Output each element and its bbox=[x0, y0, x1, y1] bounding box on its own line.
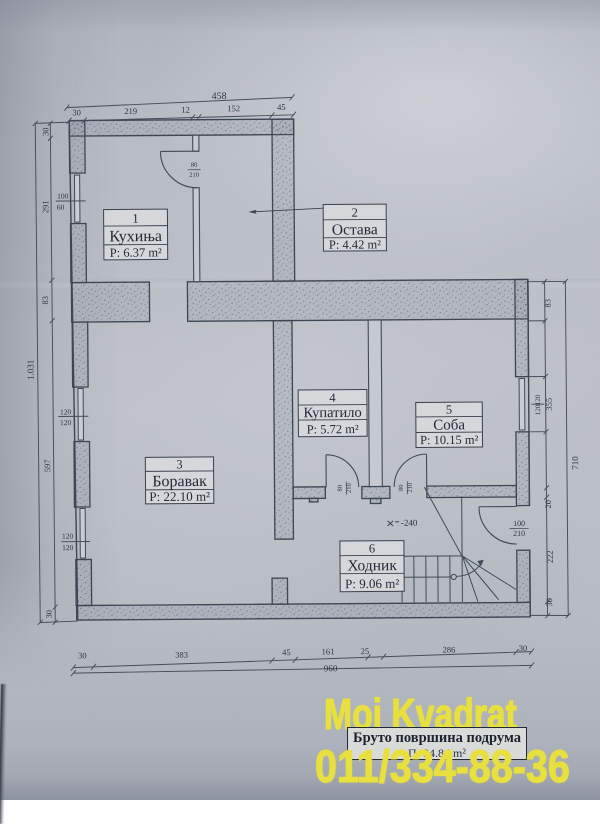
svg-text:45: 45 bbox=[282, 647, 291, 657]
svg-text:P: 4.42 m²: P: 4.42 m² bbox=[329, 237, 381, 251]
svg-text:161: 161 bbox=[322, 646, 335, 656]
svg-text:458: 458 bbox=[212, 91, 227, 102]
svg-text:6: 6 bbox=[369, 541, 375, 555]
svg-text:210: 210 bbox=[513, 529, 525, 538]
svg-text:80: 80 bbox=[398, 485, 405, 492]
svg-text:286: 286 bbox=[443, 644, 456, 654]
svg-text:5: 5 bbox=[446, 403, 452, 417]
svg-text:960: 960 bbox=[324, 663, 338, 673]
svg-text:120: 120 bbox=[534, 404, 542, 415]
svg-text:120: 120 bbox=[534, 394, 542, 405]
svg-text:83: 83 bbox=[543, 299, 553, 308]
svg-text:12: 12 bbox=[181, 105, 190, 115]
svg-text:120: 120 bbox=[62, 543, 74, 552]
svg-text:P: 22.10 m²: P: 22.10 m² bbox=[149, 489, 210, 504]
svg-text:25: 25 bbox=[361, 646, 370, 656]
svg-text:222: 222 bbox=[545, 550, 555, 563]
svg-text:597: 597 bbox=[42, 459, 52, 472]
svg-text:20: 20 bbox=[543, 500, 553, 509]
svg-text:120: 120 bbox=[62, 532, 74, 541]
svg-text:30: 30 bbox=[544, 598, 554, 607]
svg-text:P: 9.06 m²: P: 9.06 m² bbox=[345, 576, 399, 591]
svg-text:30: 30 bbox=[40, 127, 50, 136]
svg-text:30: 30 bbox=[44, 610, 54, 619]
svg-text:Купатило: Купатило bbox=[303, 405, 361, 421]
svg-text:Остава: Остава bbox=[332, 221, 378, 238]
svg-text:4: 4 bbox=[329, 391, 336, 405]
svg-text:2: 2 bbox=[352, 206, 358, 220]
svg-text:83: 83 bbox=[40, 296, 50, 305]
svg-text:Ходник: Ходник bbox=[347, 557, 397, 574]
svg-text:30: 30 bbox=[519, 643, 528, 653]
svg-text:60: 60 bbox=[57, 203, 65, 212]
svg-text:30: 30 bbox=[72, 107, 81, 117]
svg-text:100: 100 bbox=[513, 519, 525, 528]
svg-text:P: 10.15 m²: P: 10.15 m² bbox=[420, 433, 479, 447]
svg-text:1.031: 1.031 bbox=[25, 360, 35, 380]
svg-text:120: 120 bbox=[60, 418, 72, 427]
svg-text:1: 1 bbox=[132, 211, 139, 226]
svg-text:45: 45 bbox=[277, 102, 286, 112]
svg-text:291: 291 bbox=[40, 200, 50, 213]
svg-text:-240: -240 bbox=[401, 518, 418, 528]
svg-text:210: 210 bbox=[346, 483, 353, 493]
svg-text:210: 210 bbox=[189, 172, 199, 179]
svg-text:P: 5.72 m²: P: 5.72 m² bbox=[307, 422, 359, 436]
svg-text:152: 152 bbox=[227, 103, 240, 113]
svg-text:383: 383 bbox=[175, 650, 188, 660]
svg-text:80: 80 bbox=[337, 485, 344, 492]
svg-text:Кухиња: Кухиња bbox=[109, 228, 162, 245]
svg-text:P: 6.37 m²: P: 6.37 m² bbox=[110, 245, 162, 259]
svg-text:80: 80 bbox=[191, 162, 198, 169]
svg-text:710: 710 bbox=[570, 456, 580, 470]
svg-text:3: 3 bbox=[176, 457, 182, 471]
svg-text:210: 210 bbox=[407, 483, 414, 493]
svg-text:30: 30 bbox=[78, 650, 87, 660]
svg-text:219: 219 bbox=[124, 106, 137, 116]
svg-text:355: 355 bbox=[544, 398, 554, 411]
svg-text:120: 120 bbox=[60, 407, 72, 416]
svg-text:100: 100 bbox=[57, 192, 69, 201]
svg-text:Соба: Соба bbox=[433, 417, 465, 433]
